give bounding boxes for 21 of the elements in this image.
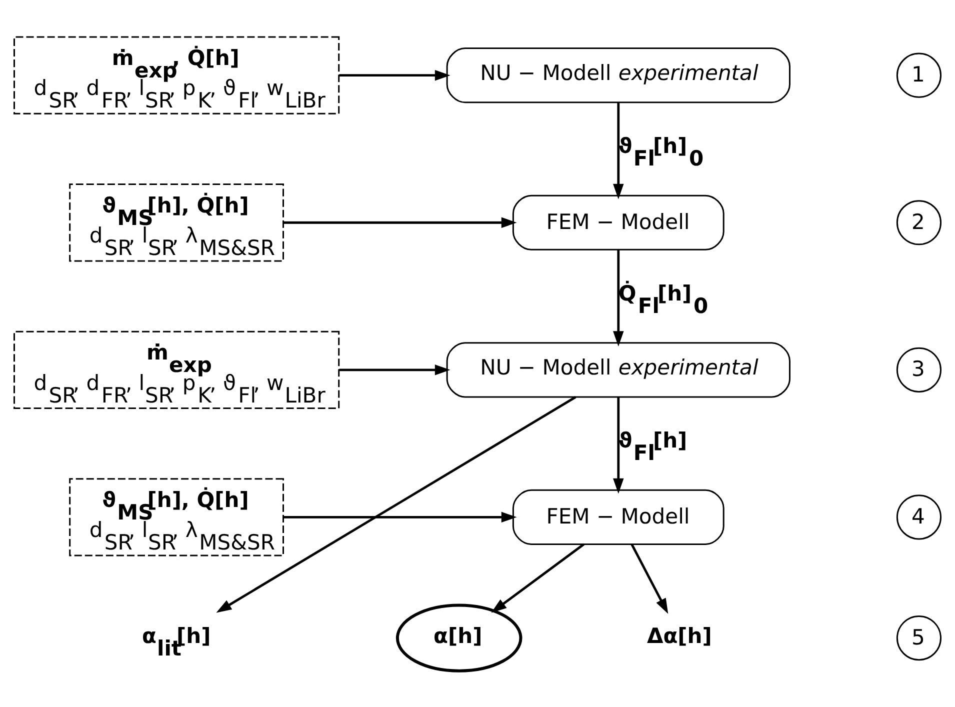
node-circle: 5: [896, 615, 942, 660]
node-circle: 3: [896, 346, 942, 392]
arrow: [284, 216, 517, 228]
arrow: [216, 396, 576, 612]
node-text: Δα[h]: [646, 622, 712, 648]
node-box: FEM − Modell: [512, 488, 724, 544]
arrow: [613, 102, 624, 199]
arrow: [630, 543, 668, 614]
node-box: NU − Modell experimental: [446, 342, 790, 398]
arrow: [284, 511, 517, 522]
node-ellipse: α[h]: [396, 603, 522, 672]
arrow: [613, 249, 624, 346]
node-circle: 2: [896, 200, 942, 245]
arrow: [491, 542, 585, 612]
arrow: [613, 396, 624, 494]
node-circle: 1: [896, 52, 942, 98]
node-box: NU − Modell experimental: [446, 47, 790, 103]
arrow: [339, 364, 450, 375]
node-box: FEM − Modell: [512, 194, 724, 250]
node-circle: 4: [896, 494, 942, 540]
arrow: [339, 69, 450, 80]
